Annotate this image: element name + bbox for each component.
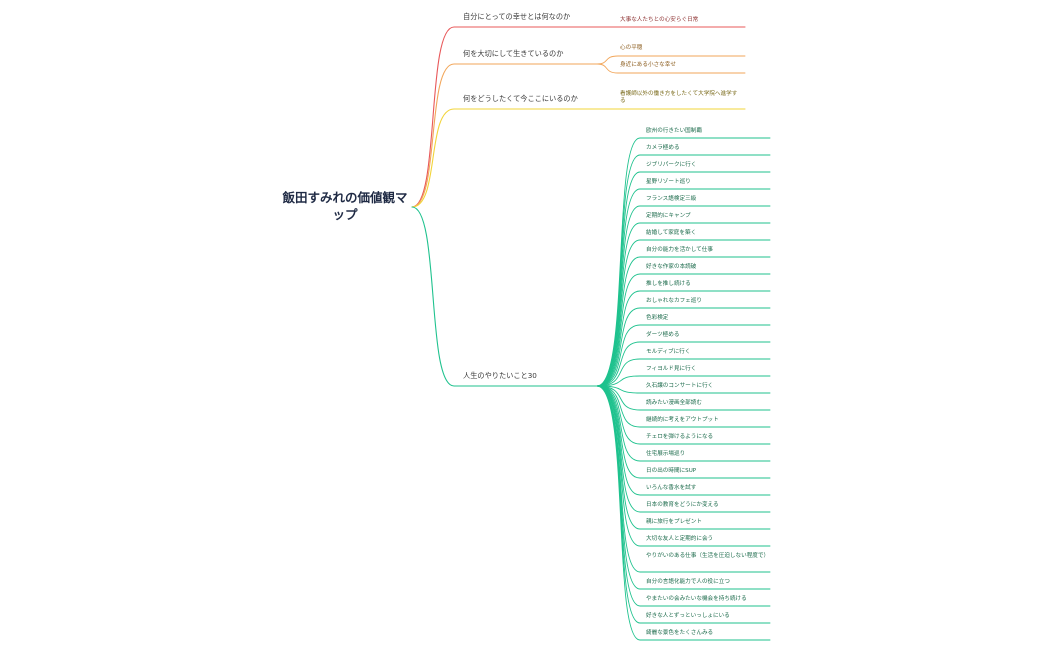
leaf-node-bucket-item[interactable]: 星野リゾート巡り bbox=[646, 179, 691, 185]
connector-line bbox=[411, 63, 598, 208]
connector-line bbox=[596, 256, 771, 387]
leaf-node-bucket-item[interactable]: 日の出の時間にSUP bbox=[646, 468, 697, 474]
leaf-node-bucket-item[interactable]: 綺麗な景色をたくさんみる bbox=[646, 630, 714, 636]
leaf-node-bucket-item[interactable]: チェロを弾けるようになる bbox=[646, 434, 714, 440]
connector-line bbox=[411, 26, 746, 208]
connector-line bbox=[596, 385, 771, 641]
connector-line bbox=[596, 375, 771, 387]
connector-line bbox=[596, 205, 771, 387]
leaf-node-bucket-item[interactable]: 欧州の行きたい国制覇 bbox=[646, 128, 702, 134]
leaf-node-bucket-item[interactable]: 色彩検定 bbox=[646, 315, 669, 321]
leaf-node-bucket-item[interactable]: 日本の教育をどうにか変える bbox=[646, 502, 719, 508]
connector-line bbox=[596, 385, 771, 411]
connector-line bbox=[596, 290, 771, 387]
connector-line bbox=[596, 154, 771, 387]
leaf-node-bucket-item[interactable]: 大切な友人と定期的に会う bbox=[646, 536, 714, 542]
leaf-node-happiness[interactable]: 大事な人たちとの心安らぐ日常 bbox=[620, 17, 699, 23]
connector-line bbox=[596, 171, 771, 387]
connector-line bbox=[596, 273, 771, 387]
leaf-node-bucket-item[interactable]: 久石譲のコンサートに行く bbox=[646, 383, 714, 389]
leaf-node-bucket-item[interactable]: フィヨルド見に行く bbox=[646, 366, 697, 372]
connector-line bbox=[596, 385, 771, 394]
branch-node-values[interactable]: 何を大切にして生きているのか bbox=[463, 49, 564, 58]
connector-line bbox=[411, 108, 746, 208]
leaf-node-bucket-item[interactable]: 読みたい漫画全部読む bbox=[646, 400, 702, 406]
leaf-node-bucket-item[interactable]: 好きな人とずっといっしょにいる bbox=[646, 613, 730, 619]
connector-line bbox=[596, 385, 771, 547]
branch-node-bucket-list[interactable]: 人生のやりたいこと30 bbox=[463, 371, 537, 380]
leaf-node-bucket-item[interactable]: ダーツ極める bbox=[646, 332, 680, 338]
leaf-node-bucket-item[interactable]: カメラ極める bbox=[646, 145, 680, 151]
root-node[interactable]: 飯田すみれの価値観マップ bbox=[282, 190, 408, 222]
leaf-node-bucket-item[interactable]: やまたいの会みたいな機会を持ち続ける bbox=[646, 596, 747, 602]
branch-node-happiness[interactable]: 自分にとっての幸せとは何なのか bbox=[463, 12, 571, 21]
leaf-node-bucket-item[interactable]: 推しを推し続ける bbox=[646, 281, 691, 287]
connector-line bbox=[596, 137, 771, 387]
connector-line bbox=[596, 63, 746, 74]
leaf-node-bucket-item[interactable]: フランス語検定三級 bbox=[646, 196, 697, 202]
branch-node-purpose[interactable]: 何をどうしたくて今ここにいるのか bbox=[463, 94, 578, 103]
leaf-node-bucket-item[interactable]: 継続的に考えをアウトプット bbox=[646, 417, 719, 423]
leaf-node-small-happiness[interactable]: 身近にある小さな幸せ bbox=[620, 62, 676, 68]
leaf-node-bucket-item[interactable]: 住宅展示場巡り bbox=[646, 451, 686, 457]
leaf-node-grad-school[interactable]: 看護師以外の働き方をしたくて大学院へ進学する bbox=[620, 91, 738, 105]
leaf-node-bucket-item[interactable]: 自分の能力を活かして仕事 bbox=[646, 247, 713, 253]
leaf-node-bucket-item[interactable]: やりがいのある仕事（生活を圧迫しない程度で） bbox=[646, 553, 770, 559]
connector-line bbox=[596, 385, 771, 530]
leaf-node-bucket-item[interactable]: 好きな作家の本読破 bbox=[646, 264, 697, 270]
connector-line bbox=[596, 358, 771, 387]
leaf-node-bucket-item[interactable]: いろんな香水を試す bbox=[646, 485, 697, 491]
leaf-node-bucket-item[interactable]: ジブリパークに行く bbox=[646, 162, 697, 168]
leaf-node-bucket-item[interactable]: モルディブに行く bbox=[646, 349, 691, 355]
leaf-node-bucket-item[interactable]: 結婚して家庭を築く bbox=[646, 230, 697, 236]
connector-line bbox=[596, 341, 771, 387]
connector-line bbox=[596, 55, 746, 65]
connector-line bbox=[596, 324, 771, 387]
connector-line bbox=[411, 206, 598, 387]
leaf-node-bucket-item[interactable]: 自分の言語化能力で人の役に立つ bbox=[646, 579, 730, 585]
leaf-node-bucket-item[interactable]: 定期的にキャンプ bbox=[646, 213, 691, 219]
connector-line bbox=[596, 307, 771, 387]
leaf-node-peace[interactable]: 心の平穏 bbox=[620, 45, 643, 51]
leaf-node-bucket-item[interactable]: 親に旅行をプレゼント bbox=[646, 519, 702, 525]
connector-line bbox=[596, 188, 771, 387]
leaf-node-bucket-item[interactable]: おしゃれなカフェ巡り bbox=[646, 298, 702, 304]
